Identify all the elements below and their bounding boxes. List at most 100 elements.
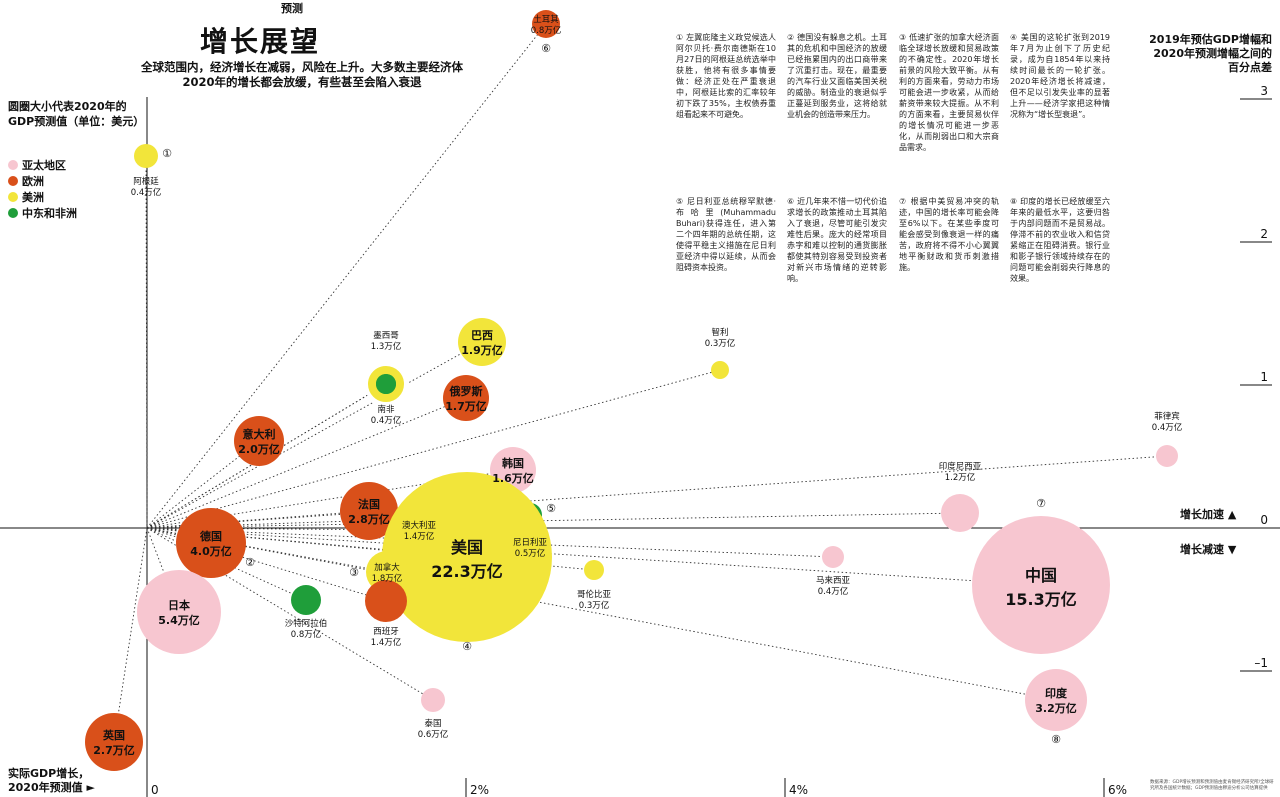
leader-line [146, 23, 547, 529]
bubble-value-label: 0.6万亿 [418, 729, 449, 740]
leader-line [146, 527, 834, 558]
bubble-16 [822, 546, 844, 568]
bubble-value-label: 15.3万亿 [1005, 590, 1076, 609]
size-note-line-1: 圆圈大小代表2020年的 [8, 100, 127, 113]
bubble-value-label: 0.3万亿 [705, 338, 736, 349]
y-tick-label: 1 [1260, 370, 1268, 384]
leader-line [146, 369, 721, 529]
bubble-24 [1025, 669, 1087, 731]
bubble-value-label: 0.4万亿 [1152, 422, 1183, 433]
bubble-ring [364, 362, 408, 406]
note-1: ① 左翼庇隆主义政党候选人阿尔贝托·费尔南德斯在10月27日的阿根廷总统选举中获… [676, 33, 776, 119]
bubble-22 [291, 585, 321, 615]
x-axis-title: 实际GDP增长， 2020年预测值 ► [8, 767, 95, 795]
leader-line [146, 383, 387, 529]
note-marker: ⑥ [541, 42, 551, 55]
legend-label: 中东和非洲 [22, 207, 77, 220]
bubble-name-label: 加拿大 [374, 562, 400, 573]
bubble-17 [972, 516, 1110, 654]
bubble-value-label: 0.4万亿 [818, 586, 849, 597]
bubble-7 [234, 416, 284, 466]
legend-item-mea: 中东和非洲 [8, 205, 77, 221]
leader-line [146, 527, 1057, 701]
legend-swatch [8, 176, 18, 186]
bubble-value-label: 4.0万亿 [190, 544, 232, 558]
bubble-value-label: 0.8万亿 [291, 629, 322, 640]
y-axis-title-line-2: 2020年预测增幅之间的 [1153, 47, 1272, 60]
bubble-name-label: 西班牙 [373, 626, 399, 637]
x-axis-title-line-1: 实际GDP增长， [8, 767, 90, 780]
bubble-25 [85, 713, 143, 771]
leader-line [146, 455, 1168, 529]
kicker: 预测 [281, 2, 303, 15]
note-marker: ① [162, 147, 172, 160]
bubble-value-label: 0.5万亿 [515, 548, 546, 559]
bubble-name-label: 阿根廷 [133, 176, 159, 187]
bubble-value-label: 22.3万亿 [431, 562, 502, 581]
bubble-name-label: 俄罗斯 [449, 384, 483, 398]
bubble-name-label: 巴西 [471, 329, 493, 342]
bubble-name-label: 智利 [711, 327, 728, 338]
x-tick-label: 4% [789, 783, 808, 797]
source-note: 数据来源：GDP增长预测和预测值由麦肯锡经济研究所/全球研究所及各国统计数据；G… [1150, 780, 1274, 791]
subtitle-line-2: 2020年的增长都会放缓，有些甚至会陷入衰退 [182, 75, 422, 89]
y-axis-title-line-1: 2019年预估GDP增幅和 [1149, 33, 1272, 46]
bubble-name-label: 沙特阿拉伯 [285, 618, 328, 629]
bubble-value-label: 5.4万亿 [158, 613, 200, 627]
bubble-23 [421, 688, 445, 712]
x-axis-title-line-2: 2020年预测值 ► [8, 781, 95, 794]
bubble-value-label: 1.2万亿 [945, 472, 976, 483]
bubble-name-label: 土耳其 [533, 14, 559, 25]
bubble-name-label: 澳大利亚 [402, 520, 437, 531]
growth-decelerating-label: 增长减速 ▼ [1180, 543, 1237, 556]
leader-line [113, 527, 148, 743]
bubble-name-label: 菲律宾 [1154, 411, 1180, 422]
bubble-value-label: 1.7万亿 [445, 399, 487, 413]
leader-line [146, 527, 180, 613]
y-tick-label: 0 [1260, 513, 1268, 527]
bubble-name-label: 美国 [451, 538, 483, 557]
subtitle-line-1: 全球范围内，经济增长在减弱，风险在上升。大多数主要经济体 [141, 60, 463, 74]
legend-item-asia-pacific: 亚太地区 [8, 157, 77, 173]
bubble-name-label: 墨西哥 [373, 331, 399, 341]
bubble-21 [137, 570, 221, 654]
x-tick-label: 0 [151, 783, 159, 797]
legend-label: 亚太地区 [22, 159, 66, 172]
note-marker: ④ [462, 640, 472, 653]
bubble-14 [176, 508, 246, 578]
bubble-name-label: 韩国 [502, 456, 524, 470]
y-axis-title-line-3: 百分点差 [1228, 61, 1272, 74]
bubble-name-label: 印度 [1045, 686, 1068, 700]
bubble-5 [443, 375, 489, 421]
note-marker: ⑤ [546, 502, 556, 515]
leader-line [146, 527, 307, 601]
bubble-15 [382, 472, 552, 642]
bubble-name-label: 南非 [377, 404, 395, 415]
note-5: ⑤ 尼日利亚总统穆罕默德·布哈里(Muhammadu Buhari)获得连任，进… [676, 197, 776, 272]
legend-item-americas: 美洲 [8, 189, 77, 205]
leader-line [146, 397, 467, 529]
bubble-value-label: 1.8万亿 [372, 573, 403, 584]
bubble-value-label: 1.9万亿 [461, 343, 503, 357]
legend-swatch [8, 192, 18, 202]
bubble-name-label: 马来西亚 [816, 576, 851, 586]
size-note-line-2: GDP预测值（单位：美元） [8, 115, 145, 128]
note-8: ⑧ 印度的增长已经放缓至六年来的最低水平，这要归咎于内部问题而不是贸易战。停滞不… [1010, 197, 1110, 283]
bubble-name-label: 日本 [168, 598, 190, 612]
y-tick-label: –1 [1254, 656, 1268, 670]
note-marker: ③ [349, 566, 359, 579]
bubble-size-note: 圆圈大小代表2020年的 GDP预测值（单位：美元） [8, 99, 158, 129]
region-legend: 亚太地区 欧洲 美洲 中东和非洲 [8, 157, 77, 221]
leader-line [146, 527, 1042, 586]
bubble-name-label: 尼日利亚 [513, 537, 548, 548]
note-marker: ⑧ [1051, 733, 1061, 746]
x-tick-label: 6% [1108, 783, 1127, 797]
page-title: 增长展望 [199, 25, 320, 58]
legend-swatch [8, 160, 18, 170]
bubble-value-label: 0.3万亿 [579, 600, 610, 611]
bubble-name-label: 哥伦比亚 [577, 589, 612, 600]
legend-item-europe: 欧洲 [8, 173, 77, 189]
note-6: ⑥ 近几年来不惜一切代价追求增长的政策推动土耳其陷入了衰退，尽管可能引发灾难性后… [787, 197, 887, 283]
bubble-south-africa [376, 374, 396, 394]
